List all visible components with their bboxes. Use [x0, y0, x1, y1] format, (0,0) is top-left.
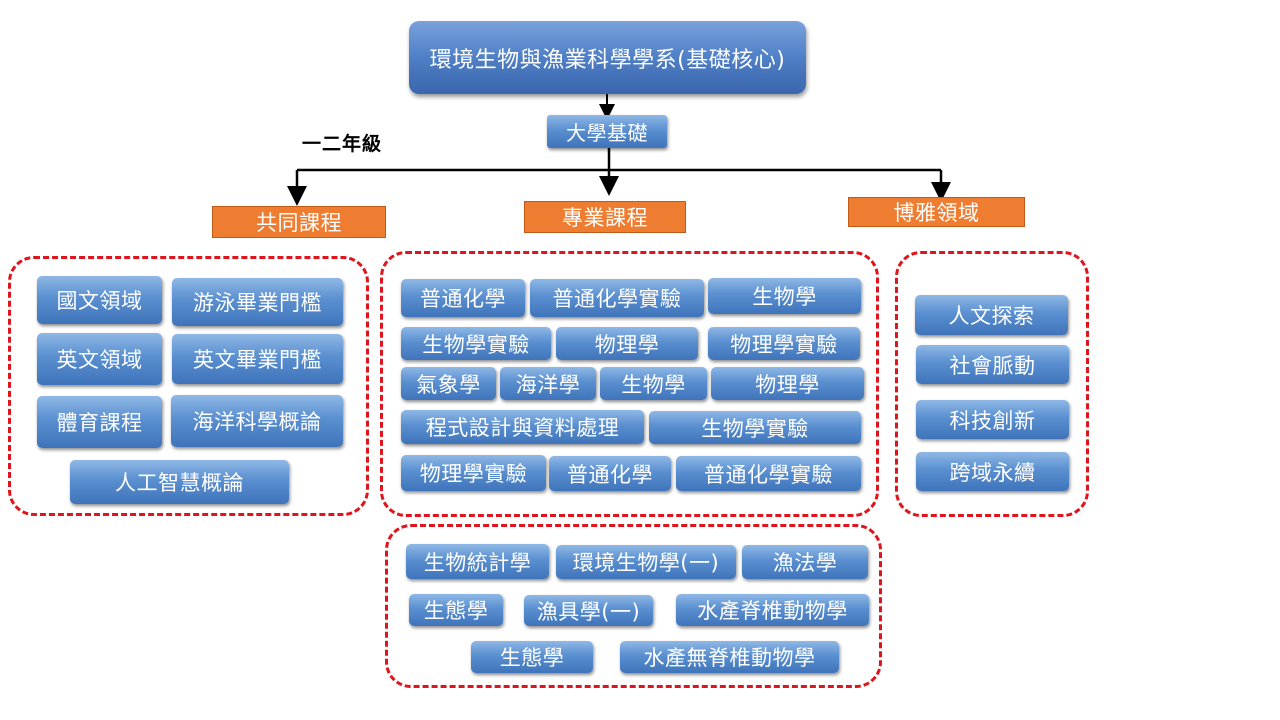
common-courses-group — [8, 256, 369, 516]
course-box: 跨域永續 — [916, 452, 1069, 491]
course-box: 普通化學實驗 — [676, 456, 861, 491]
course-box: 漁具學(一) — [524, 595, 653, 626]
course-box: 海洋科學概論 — [171, 395, 343, 447]
course-box: 生物學 — [600, 367, 707, 400]
course-box: 生物統計學 — [406, 544, 549, 579]
category-major: 專業課程 — [524, 201, 686, 233]
course-box: 水產無脊椎動物學 — [620, 641, 839, 673]
course-box: 水產脊椎動物學 — [676, 594, 869, 626]
department-title-box: 環境生物與漁業科學學系(基礎核心) — [409, 21, 806, 94]
course-box: 程式設計與資料處理 — [401, 410, 644, 444]
category-liberal: 博雅領域 — [848, 197, 1025, 227]
course-box: 環境生物學(一) — [556, 545, 736, 579]
course-box: 體育課程 — [37, 396, 162, 448]
course-box: 生物學 — [708, 278, 861, 314]
course-box: 物理學實驗 — [708, 327, 860, 360]
course-box: 英文畢業門檻 — [172, 334, 343, 384]
course-box: 人文探索 — [915, 295, 1068, 335]
course-box: 海洋學 — [500, 367, 596, 400]
course-box: 物理學實驗 — [401, 455, 546, 491]
course-box: 國文領域 — [37, 276, 162, 324]
course-box: 普通化學實驗 — [530, 279, 704, 317]
major-courses-group — [380, 251, 879, 517]
category-common: 共同課程 — [212, 206, 386, 238]
course-box: 人工智慧概論 — [70, 460, 289, 504]
course-box: 生物學實驗 — [401, 327, 551, 360]
course-box: 物理學 — [556, 327, 698, 360]
grade-label: 一二年級 — [302, 133, 383, 155]
course-box: 普通化學 — [401, 279, 525, 317]
course-box: 生態學 — [471, 641, 593, 673]
course-box: 漁法學 — [742, 545, 868, 579]
liberal-courses-group — [895, 251, 1089, 517]
course-box: 物理學 — [711, 367, 864, 400]
course-box: 氣象學 — [401, 367, 496, 400]
course-box: 游泳畢業門檻 — [172, 278, 343, 326]
course-box: 生態學 — [409, 594, 503, 626]
course-box: 英文領域 — [37, 333, 162, 385]
course-box: 社會脈動 — [916, 345, 1069, 384]
course-box: 科技創新 — [916, 400, 1069, 439]
major-courses-group-2 — [385, 524, 882, 688]
course-box: 普通化學 — [549, 456, 671, 491]
foundation-box: 大學基礎 — [547, 115, 667, 148]
course-box: 生物學實驗 — [649, 411, 861, 444]
